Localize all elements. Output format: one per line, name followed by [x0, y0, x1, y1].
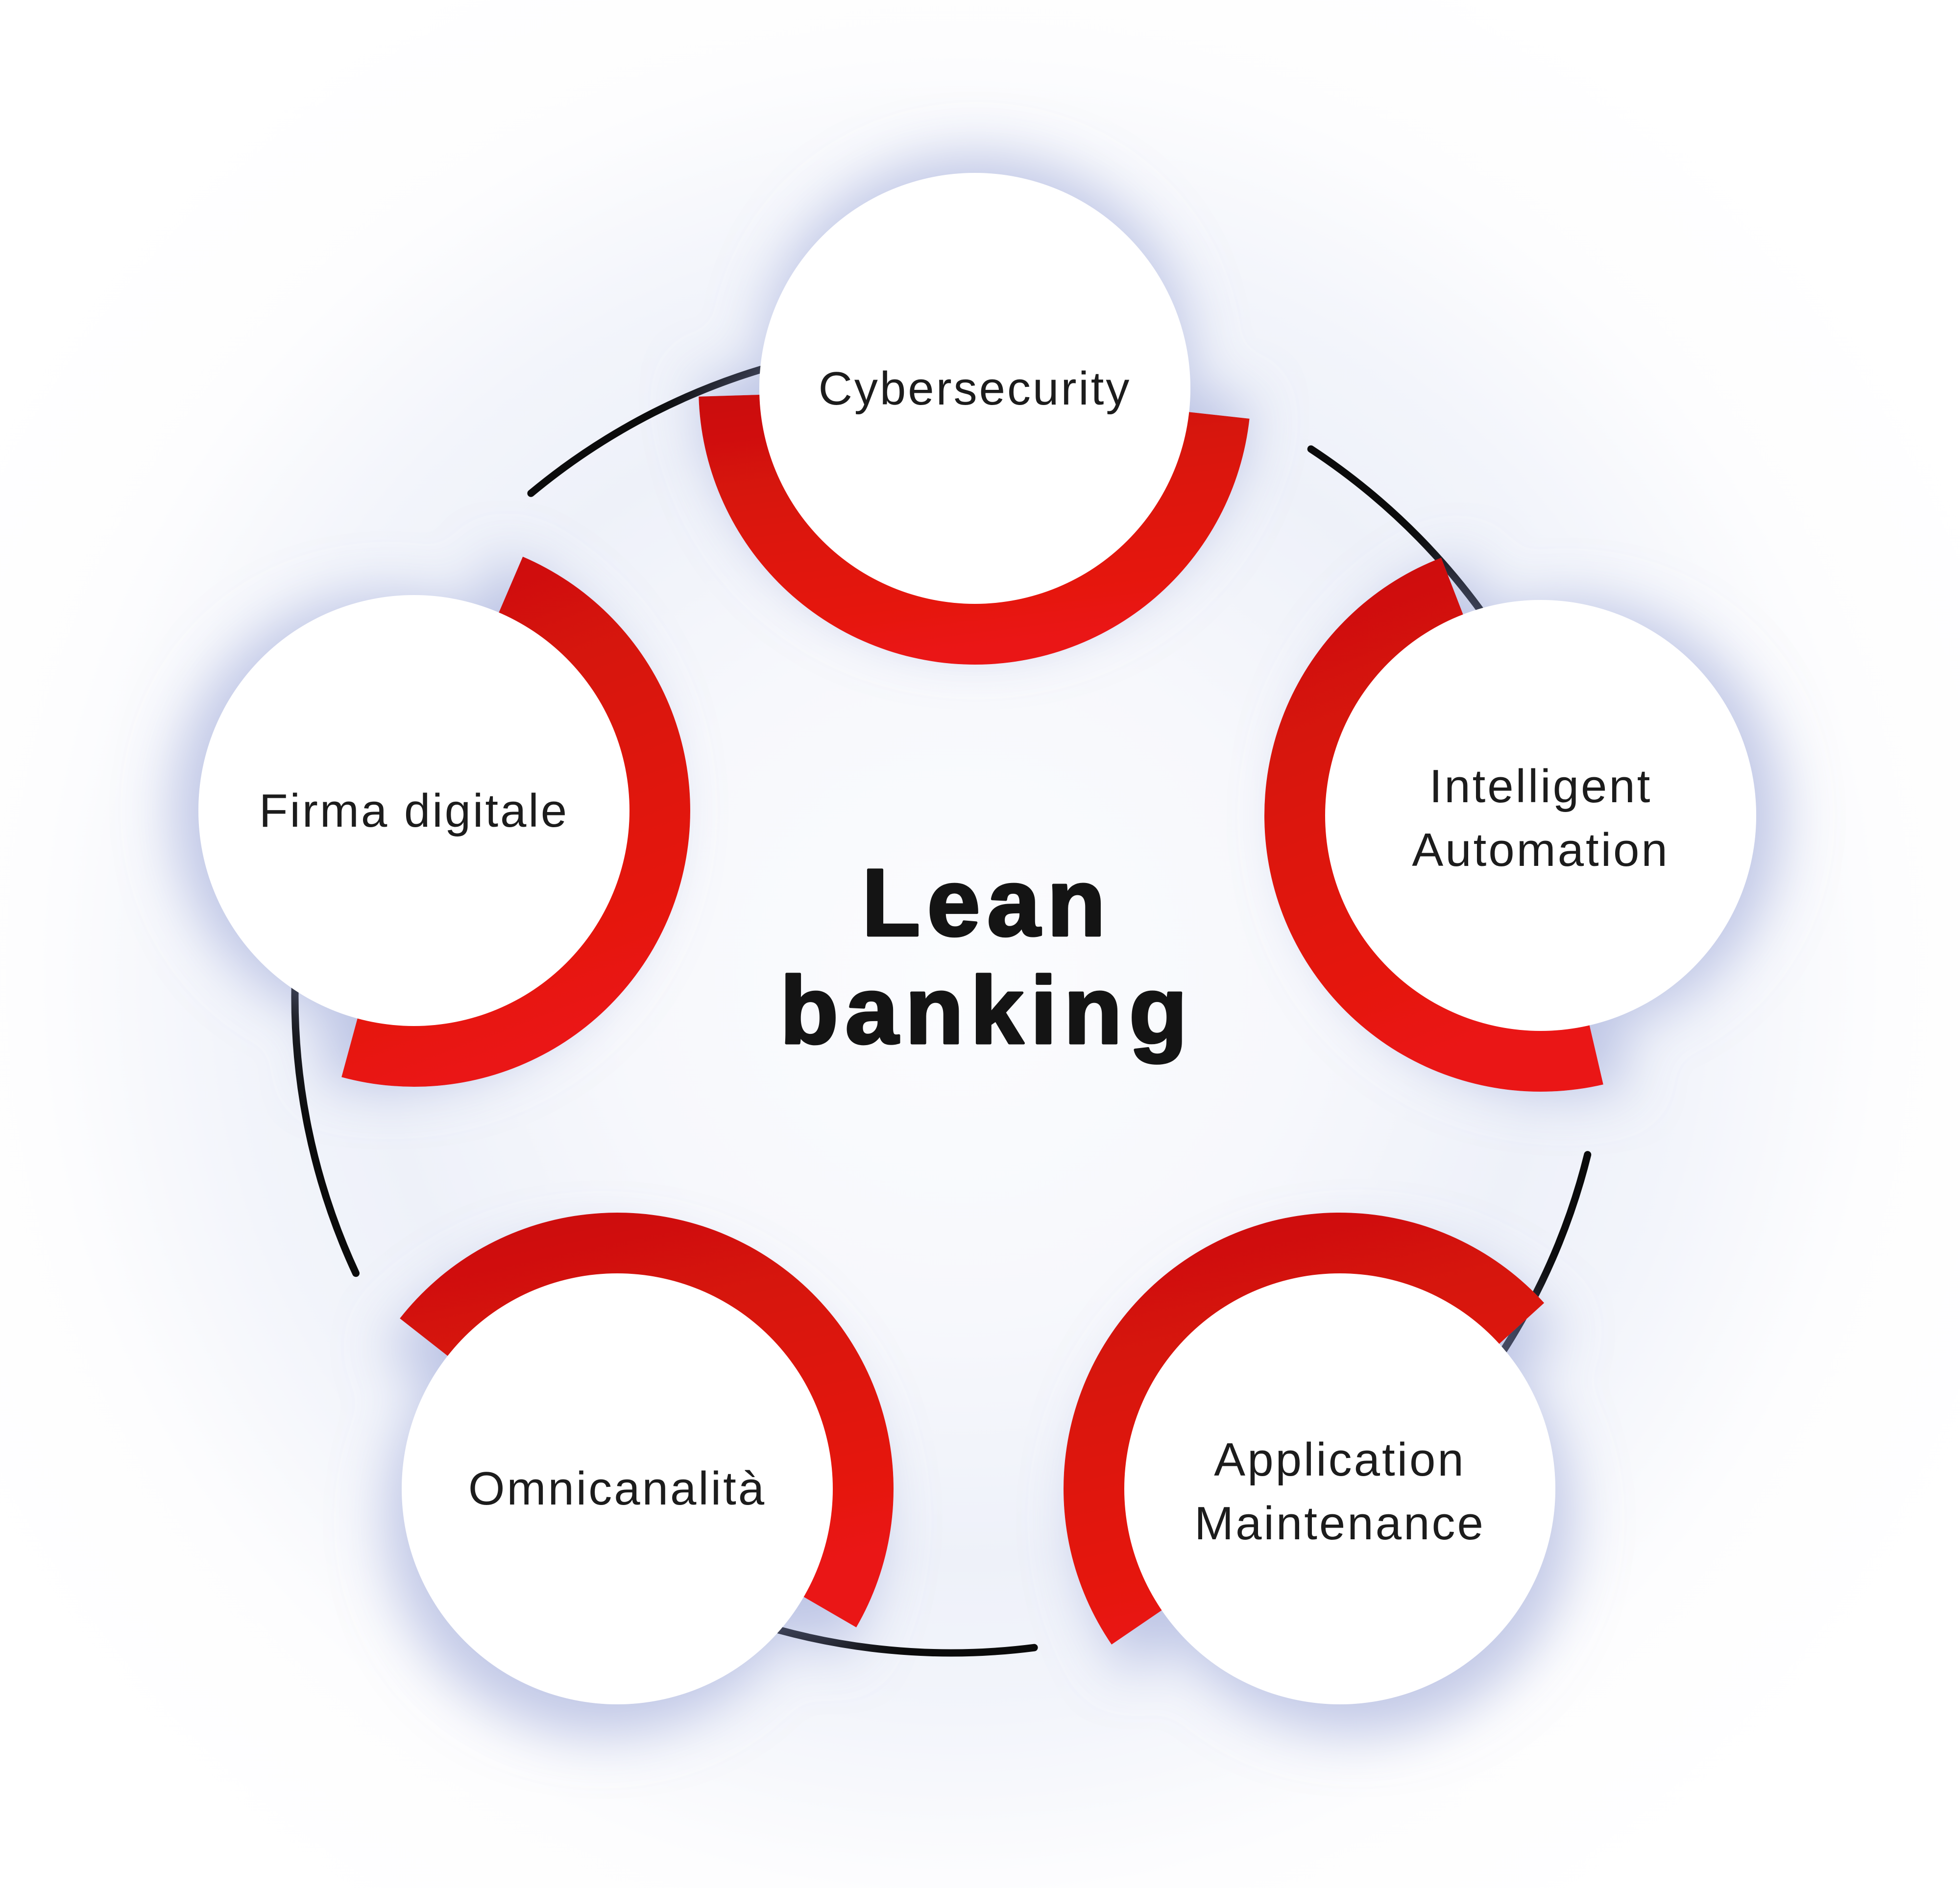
node-circle-cybersecurity: [759, 173, 1190, 604]
node-label-application: Application: [1214, 1434, 1466, 1486]
node-cybersecurity: Cybersecurity: [699, 173, 1250, 665]
node-circle-intelligent-automation: [1325, 600, 1756, 1031]
node-circle-omnicanalita: [402, 1273, 833, 1704]
node-label-cybersecurity: Cybersecurity: [819, 362, 1132, 415]
node-label-maintenance: Maintenance: [1194, 1497, 1485, 1550]
red-arc-cybersecurity: [699, 394, 1250, 665]
diagram-title: Lean banking: [779, 848, 1194, 1065]
title-line-2: banking: [780, 957, 1194, 1064]
node-circle-application-maintenance: [1124, 1273, 1555, 1704]
node-firma-digitale: Firma digitale: [198, 556, 691, 1087]
red-arc-firma-digitale: [341, 556, 691, 1087]
node-intelligent-automation: Intelligent Automation: [1264, 557, 1756, 1092]
node-label-omnicanalita: Omnicanalità: [468, 1462, 766, 1515]
node-application-maintenance: Application Maintenance: [1064, 1213, 1555, 1704]
node-label-intelligent: Intelligent: [1429, 760, 1652, 813]
title-line-1: Lean: [862, 849, 1112, 956]
node-label-firma-digitale: Firma digitale: [259, 785, 569, 837]
node-label-automation: Automation: [1412, 824, 1670, 876]
node-circle-firma-digitale: [198, 595, 629, 1026]
red-arc-omnicanalita: [400, 1212, 894, 1627]
red-arc-application-maintenance: [1064, 1213, 1545, 1645]
node-omnicanalita: Omnicanalità: [400, 1212, 894, 1704]
red-arc-intelligent-automation: [1264, 557, 1603, 1092]
